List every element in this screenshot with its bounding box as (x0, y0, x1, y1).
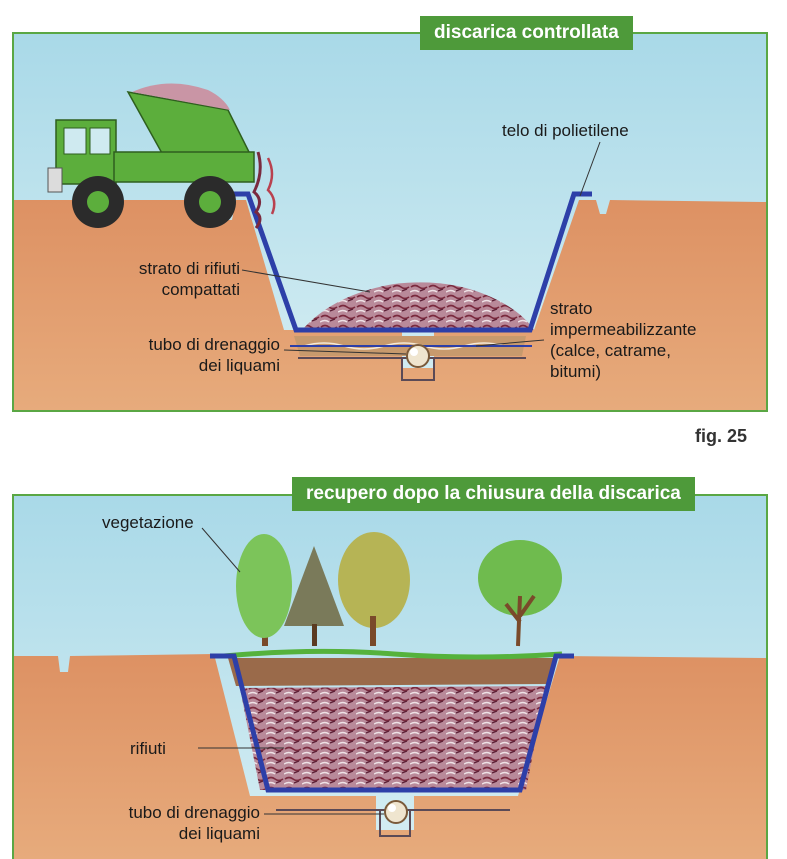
buried-waste (240, 686, 546, 790)
label-sealing-layer-line4: bitumi) (550, 361, 696, 382)
drain-pipe (385, 801, 407, 823)
label-drain-pipe-top-line1: tubo di drenaggio (96, 334, 280, 355)
label-drain-pipe-bottom: tubo di drenaggio dei liquami (76, 802, 260, 844)
label-drain-pipe-top-line2: dei liquami (96, 355, 280, 376)
label-sealing-layer-line2: impermeabilizzante (550, 319, 696, 340)
label-compacted-waste-line1: strato di rifiuti (92, 258, 240, 279)
label-compacted-waste-line2: compattati (92, 279, 240, 300)
label-vegetation: vegetazione (102, 512, 194, 533)
recovery-panel: vegetazione rifiuti tubo di drenaggio de… (12, 494, 768, 859)
label-waste: rifiuti (130, 738, 166, 759)
figure-label: fig. 25 (695, 426, 747, 447)
label-drain-pipe-bottom-line2: dei liquami (76, 823, 260, 844)
landfill-panel: telo di polietilene strato di rifiuti co… (12, 32, 768, 412)
panel-title-recovery: recupero dopo la chiusura della discaric… (292, 477, 695, 511)
topsoil-cover (228, 658, 554, 686)
label-sealing-layer: strato impermeabilizzante (calce, catram… (550, 298, 696, 382)
label-sealing-layer-line3: (calce, catrame, (550, 340, 696, 361)
label-drain-pipe-bottom-line1: tubo di drenaggio (76, 802, 260, 823)
label-drain-pipe-top: tubo di drenaggio dei liquami (96, 334, 280, 376)
label-compacted-waste: strato di rifiuti compattati (92, 258, 240, 300)
drain-pipe (407, 345, 429, 367)
label-polyethylene-sheet: telo di polietilene (502, 120, 629, 141)
label-sealing-layer-line1: strato (550, 298, 696, 319)
panel-title-landfill: discarica controllata (420, 16, 633, 50)
